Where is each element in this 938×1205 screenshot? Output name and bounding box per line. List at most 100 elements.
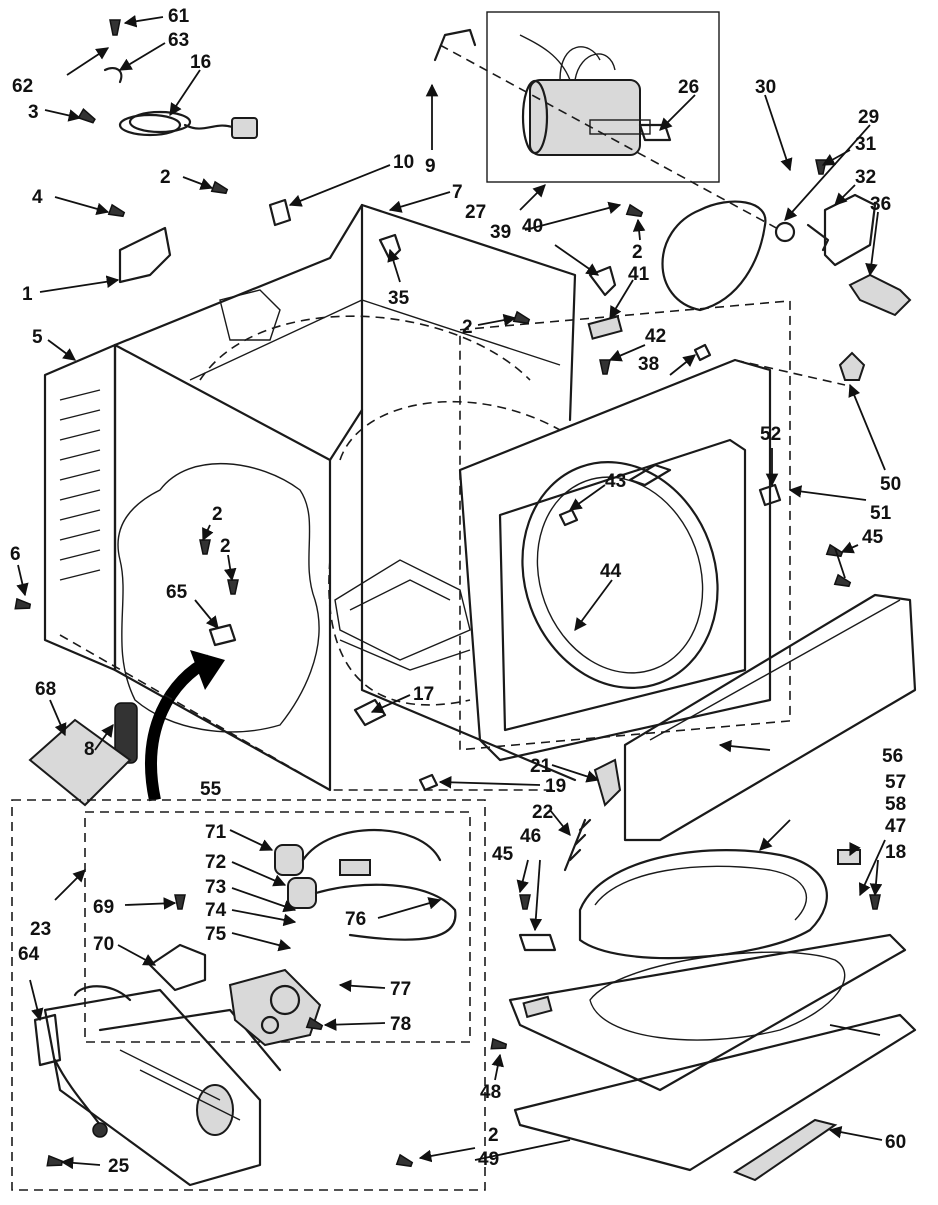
callout-17: 17 [413,684,434,705]
callout-1: 1 [22,284,33,305]
switch-bracket [588,265,617,297]
callout-75: 75 [205,924,227,945]
callout-29: 29 [858,107,879,128]
callout-26: 26 [678,77,699,98]
callout-30: 30 [755,77,776,98]
drive-motor [519,34,672,156]
callout-27: 27 [465,202,486,223]
ignitor-bracket [148,943,207,992]
door-handle [732,1118,838,1182]
callout-10: 10 [393,152,414,173]
front-panel [458,300,791,762]
callout-leaders [16,15,886,1170]
door-strike [838,351,866,381]
parts-drawing [11,11,917,1191]
idler-pulley [774,221,796,243]
door-switch [587,315,623,340]
callout-3: 3 [28,102,39,123]
power-cord [118,110,258,139]
cabinet-clip [378,233,402,262]
callout-76: 76 [345,909,366,930]
gas-burner-inset-frame [11,799,486,1191]
callout-63: 63 [168,30,189,51]
callout-71: 71 [205,822,227,843]
idler-bracket [823,193,877,267]
strain-relief [103,66,123,84]
callout-5: 5 [32,327,43,348]
callout-31: 31 [855,134,877,155]
callout-74: 74 [205,900,227,921]
wire-clip [268,198,292,227]
callout-labels: 1 2 3 4 5 6 7 8 9 10 16 17 18 19 21 22 2… [10,6,906,1177]
door-hinge [593,758,622,807]
callout-18: 18 [885,842,906,863]
hinge-spring [563,818,592,872]
motor-inset-frame [486,11,720,183]
callout-6: 6 [10,544,21,565]
callout-42: 42 [645,326,666,347]
callout-64: 64 [18,944,40,965]
flame-sensor [33,1013,62,1067]
hinge-bracket [518,933,557,952]
callout-68: 68 [35,679,56,700]
vent-cover [118,226,172,284]
callout-72: 72 [205,852,226,873]
callout-16: 16 [190,52,211,73]
callout-22: 22 [532,802,553,823]
callout-35: 35 [388,288,410,309]
door-inner-panel [513,1013,917,1172]
callout-2f: 2 [632,242,643,263]
door-catch [837,849,861,865]
callout-69: 69 [93,897,114,918]
callout-55: 55 [200,779,222,800]
callout-2c: 2 [212,504,223,525]
callout-47: 47 [885,816,906,837]
callout-25: 25 [108,1156,130,1177]
idler-arm [848,273,912,317]
callout-2e: 2 [462,317,473,338]
callout-2a: 2 [160,167,171,188]
callout-48: 48 [480,1082,501,1103]
callout-73: 73 [205,877,226,898]
callout-40: 40 [522,216,543,237]
callout-43: 43 [605,471,626,492]
toe-panel [623,593,917,842]
callout-57: 57 [885,772,906,793]
callout-19: 19 [545,776,566,797]
callout-4: 4 [32,187,43,208]
callout-52: 52 [760,424,781,445]
callout-45a: 45 [862,527,884,548]
callout-36: 36 [870,194,891,215]
callout-23: 23 [30,919,51,940]
callout-32: 32 [855,167,876,188]
callout-39: 39 [490,222,511,243]
motor-switch-bracket [433,28,477,62]
callout-60: 60 [885,1132,906,1153]
callout-56: 56 [882,746,903,767]
drive-belt [661,200,767,312]
callout-45b: 45 [492,844,514,865]
callout-70: 70 [93,934,114,955]
callout-2b: 2 [488,1125,499,1146]
callout-21: 21 [530,756,552,777]
side-panel [43,343,117,672]
callout-78: 78 [390,1014,411,1035]
callout-7: 7 [452,182,463,203]
door-seal [578,849,828,960]
callout-38: 38 [638,354,659,375]
callout-44: 44 [600,561,622,582]
callout-8: 8 [84,739,95,760]
callout-61: 61 [168,6,190,27]
inset-pointer-arrow [145,654,213,802]
dryer-door [508,933,907,1092]
gas-valve [228,968,322,1047]
burner-assembly [43,985,282,1187]
callout-9: 9 [425,156,436,177]
callout-49: 49 [478,1149,499,1170]
callout-62: 62 [12,76,33,97]
callout-51: 51 [870,503,892,524]
dryer-cabinet [113,203,577,792]
callout-46: 46 [520,826,541,847]
